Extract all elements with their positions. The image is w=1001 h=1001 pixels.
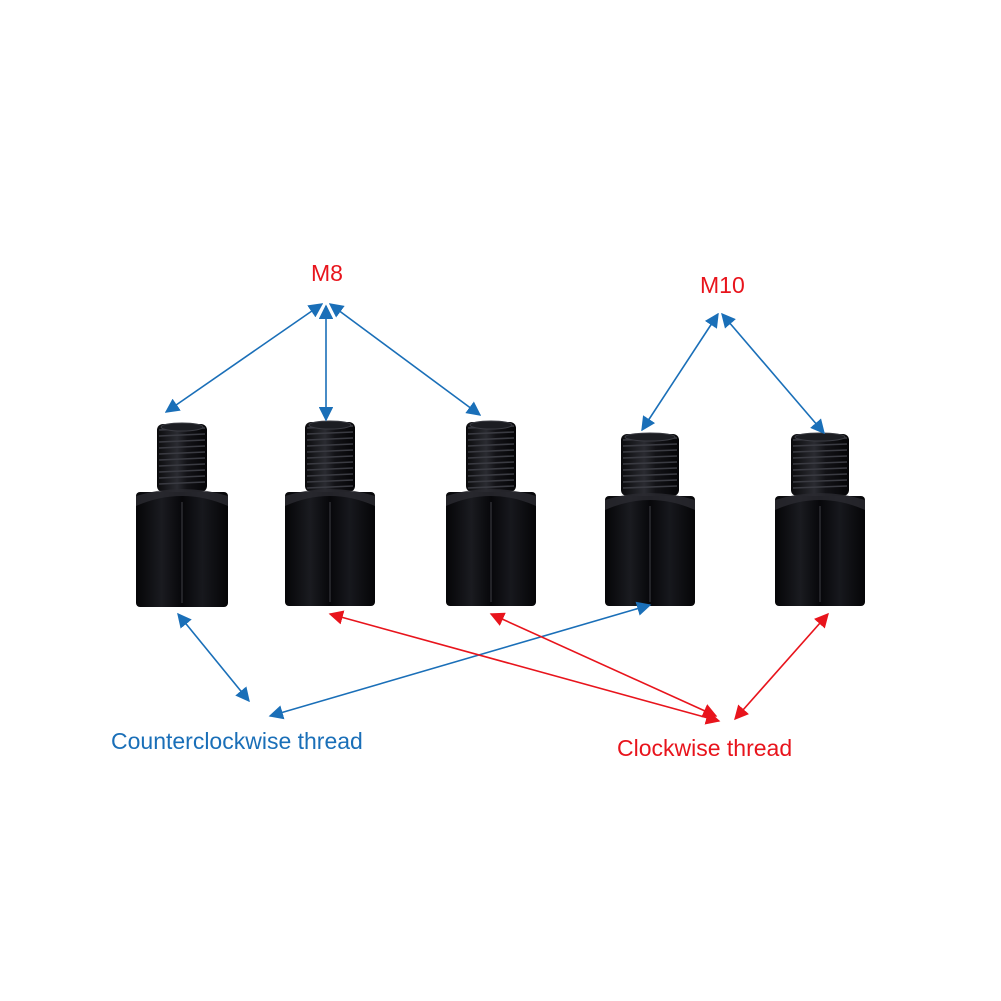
thread-ridge (467, 485, 515, 489)
thread-ridge (158, 475, 206, 479)
thread-ridge (792, 443, 848, 447)
thread-ridge (622, 455, 678, 459)
thread-ridge (467, 473, 515, 477)
hex-chamfer (285, 489, 375, 506)
m10-arrow-2 (721, 312, 825, 435)
hex-chamfer (775, 493, 865, 510)
thread-ridge (792, 473, 848, 477)
thread-ridge (467, 431, 515, 435)
clockwise-label: Clockwise thread (617, 735, 793, 761)
thread-opening (469, 420, 513, 430)
counterclockwise-label: Counterclockwise thread (111, 728, 363, 754)
thread-ridge (467, 437, 515, 441)
thread-ridge (158, 433, 206, 437)
adapter-1 (136, 422, 228, 607)
thread-ridge (306, 479, 354, 483)
thread-ridge (792, 485, 848, 489)
thread-ridge (306, 473, 354, 477)
thread-ridge (792, 449, 848, 453)
thread-opening (624, 432, 676, 442)
thread-ridge (306, 467, 354, 471)
thread-ridge (306, 431, 354, 435)
thread-ridge (158, 445, 206, 449)
m10-arrow-1 (641, 312, 719, 432)
thread-ridge (306, 437, 354, 441)
m8-label: M8 (311, 260, 343, 286)
thread-ridge (467, 443, 515, 447)
thread-opening (160, 422, 204, 432)
adapter-3 (446, 420, 536, 606)
thread-ridge (792, 455, 848, 459)
thread-ridge (158, 439, 206, 443)
m8-arrow-1 (164, 303, 324, 413)
thread-ridge (306, 449, 354, 453)
thread-ridge (622, 443, 678, 447)
thread-ridge (158, 481, 206, 485)
thread-ridge (306, 461, 354, 465)
adapter-4 (605, 432, 695, 606)
adapter-2 (285, 420, 375, 606)
thread-opening (794, 432, 846, 442)
m8-arrow-3 (328, 303, 482, 416)
ccw-arrow-1 (177, 612, 250, 703)
thread-opening (308, 420, 352, 430)
thread-ridge (306, 443, 354, 447)
thread-ridge (467, 479, 515, 483)
adapters-group (136, 420, 865, 607)
thread-ridge (158, 463, 206, 467)
thread-ridge (158, 451, 206, 455)
thread-ridge (622, 449, 678, 453)
thread-ridge (792, 467, 848, 471)
thread-ridge (306, 485, 354, 489)
thread-ridge (622, 485, 678, 489)
hex-chamfer (446, 489, 536, 506)
hex-chamfer (136, 489, 228, 506)
hex-chamfer (605, 493, 695, 510)
thread-ridge (622, 461, 678, 465)
m10-label: M10 (700, 272, 745, 298)
cw-arrow-2 (489, 612, 718, 718)
thread-ridge (306, 455, 354, 459)
thread-ridge (467, 467, 515, 471)
adapter-5 (775, 432, 865, 606)
thread-ridge (622, 467, 678, 471)
thread-ridge (792, 479, 848, 483)
thread-ridge (467, 455, 515, 459)
cw-arrow-3 (734, 612, 829, 721)
thread-ridge (158, 457, 206, 461)
thread-ridge (792, 461, 848, 465)
thread-ridge (467, 461, 515, 465)
red-arrows (328, 610, 829, 725)
thread-ridge (622, 479, 678, 483)
thread-ridge (158, 469, 206, 473)
thread-ridge (622, 473, 678, 477)
thread-ridge (467, 449, 515, 453)
